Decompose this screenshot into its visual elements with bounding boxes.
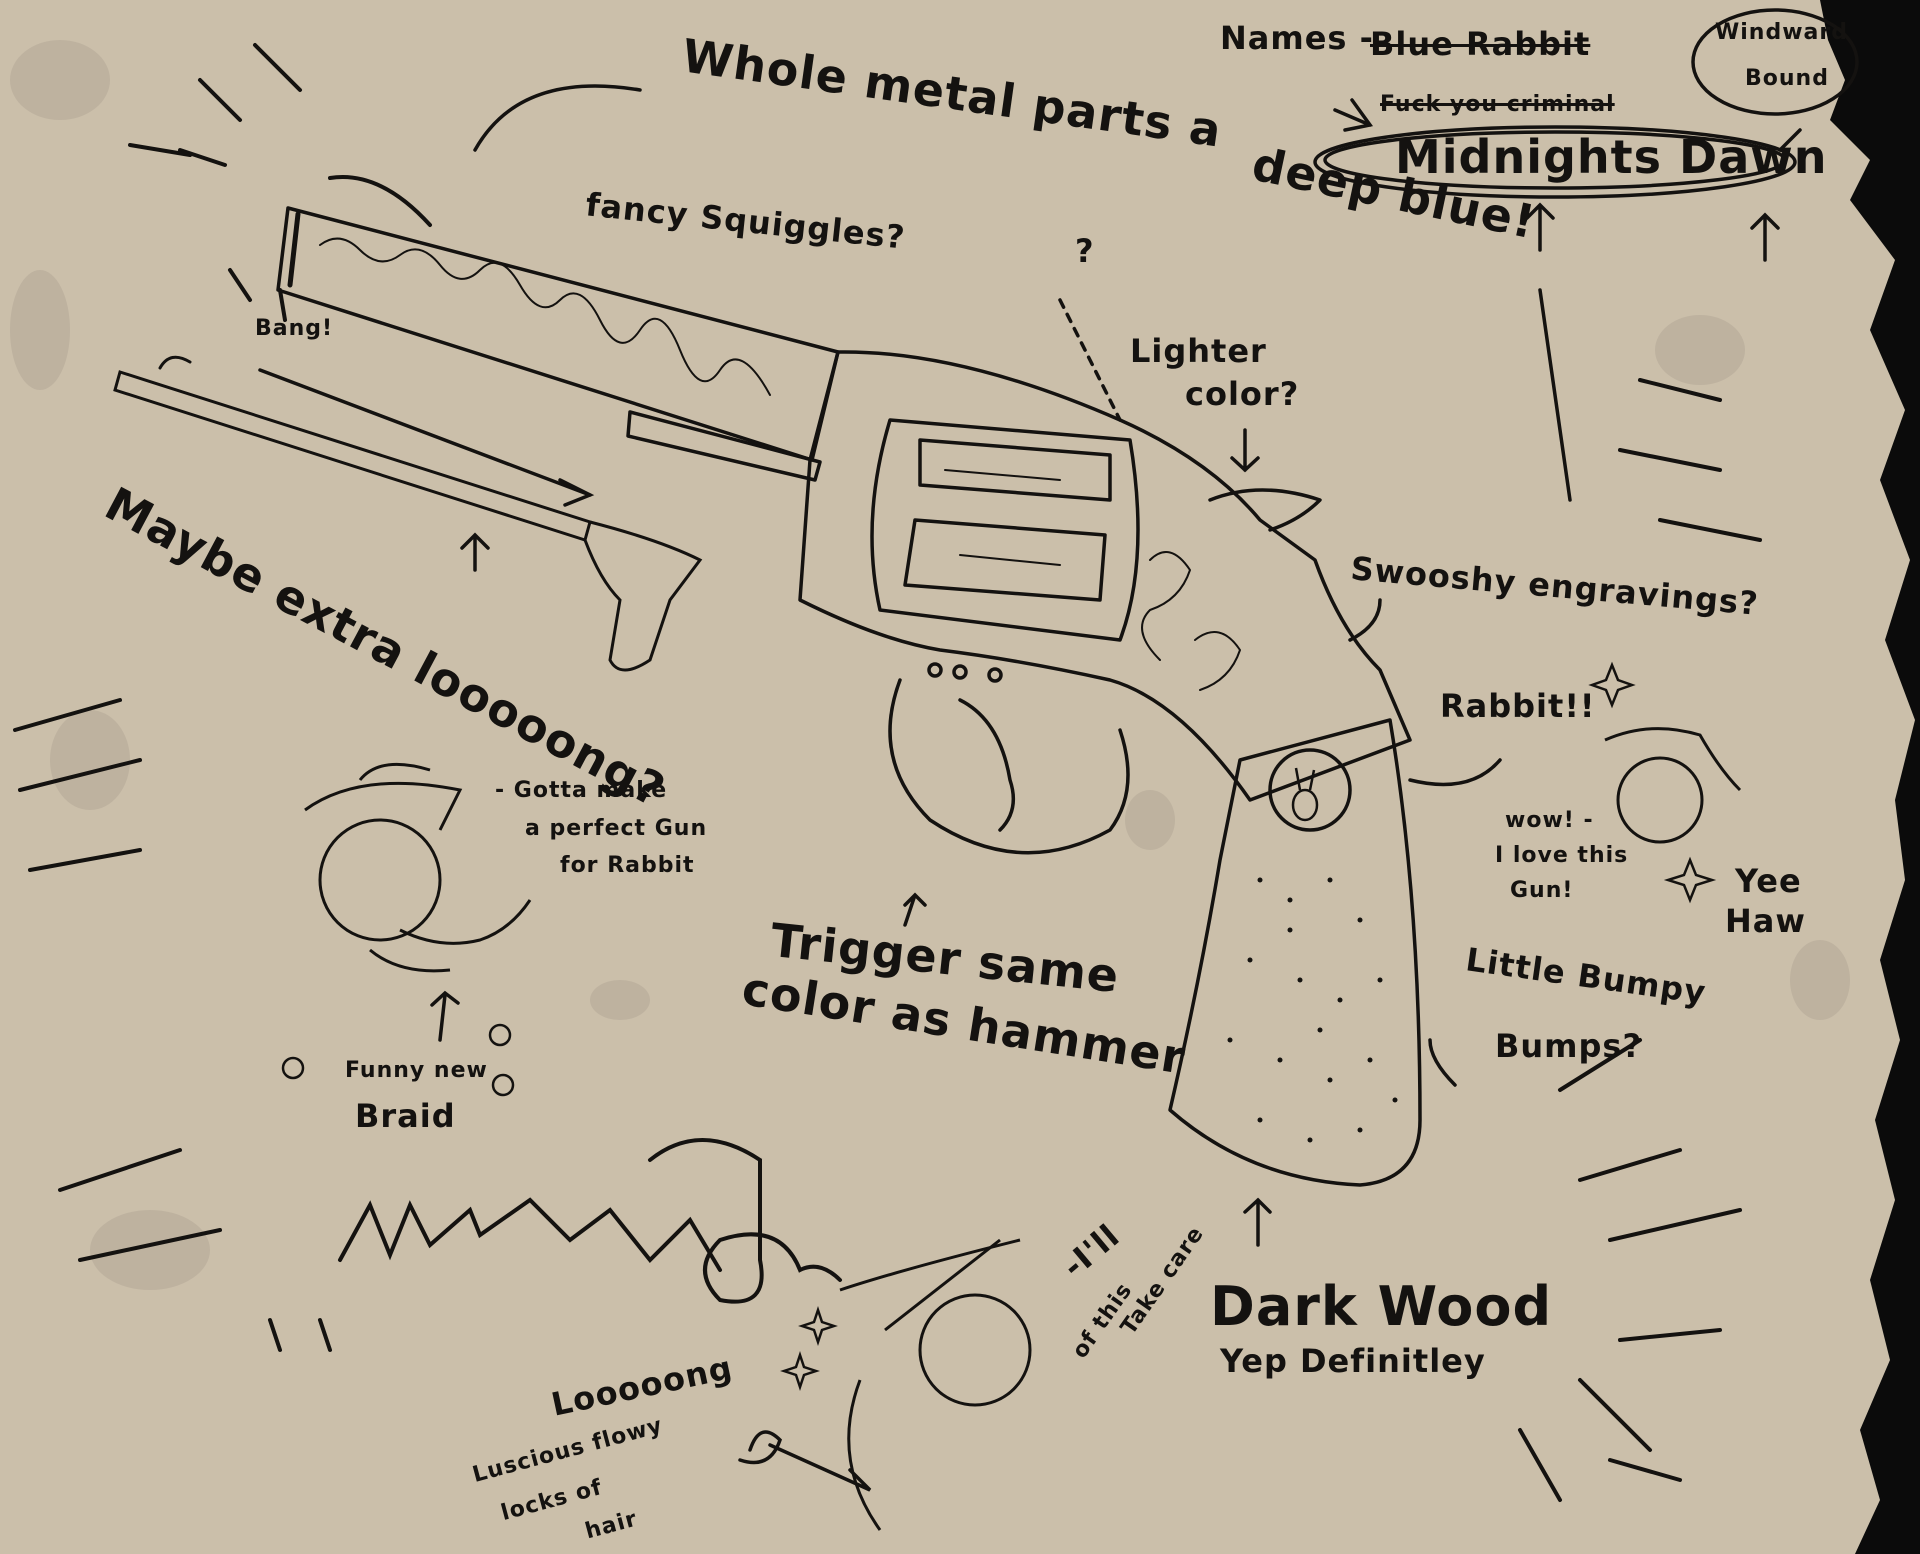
note-dark-wood: Dark Wood bbox=[1210, 1275, 1553, 1338]
note-yep-definitely: Yep Definitley bbox=[1220, 1342, 1486, 1380]
character-doodle-left bbox=[304, 762, 532, 973]
grip-texture bbox=[1227, 877, 1398, 1143]
note-bang: Bang! bbox=[255, 316, 334, 341]
note-funny-new: Funny new bbox=[345, 1058, 488, 1083]
name-alt-bound: Bound bbox=[1745, 66, 1829, 91]
signature-scribble bbox=[338, 1138, 842, 1304]
note-gun: Gun! bbox=[1510, 878, 1574, 903]
note-gotta-make-3: for Rabbit bbox=[560, 853, 695, 878]
note-arrows bbox=[258, 84, 1802, 1492]
note-lighter: Lighter bbox=[1130, 332, 1267, 370]
note-love-gun: I love this bbox=[1495, 843, 1629, 868]
name-highlight bbox=[1313, 8, 1859, 199]
name-chosen-midnights-dawn: Midnights Dawn bbox=[1395, 130, 1828, 184]
note-rabbit: Rabbit!! bbox=[1440, 687, 1596, 725]
names-label: Names - bbox=[1220, 19, 1374, 57]
note-gotta-make-1: - Gotta make bbox=[495, 778, 668, 803]
note-color: color? bbox=[1185, 375, 1300, 413]
name-alt-windward: Windward bbox=[1715, 20, 1848, 45]
character-doodle-bottom bbox=[839, 1238, 1032, 1531]
burst-lines bbox=[13, 43, 1762, 1502]
note-haw: Haw bbox=[1725, 902, 1806, 940]
rabbit-medallion-icon bbox=[1291, 767, 1319, 822]
sparkle-icons bbox=[281, 661, 1717, 1391]
note-yee: Yee bbox=[1735, 862, 1802, 900]
paper-stains bbox=[10, 40, 1850, 1290]
character-doodle-right bbox=[1604, 727, 1742, 844]
note-wow: wow! - bbox=[1505, 808, 1594, 833]
long-barrel-sketch bbox=[113, 355, 703, 672]
note-bumps: Bumps? bbox=[1495, 1027, 1643, 1065]
note-hammer-question: ? bbox=[1075, 232, 1095, 270]
note-braid: Braid bbox=[355, 1097, 456, 1135]
revolver-sketch bbox=[276, 175, 1422, 1187]
note-gotta-make-2: a perfect Gun bbox=[525, 816, 708, 841]
name-struck-blue-rabbit: Blue Rabbit bbox=[1370, 25, 1591, 63]
name-struck-criminal: Fuck you criminal bbox=[1380, 92, 1615, 117]
